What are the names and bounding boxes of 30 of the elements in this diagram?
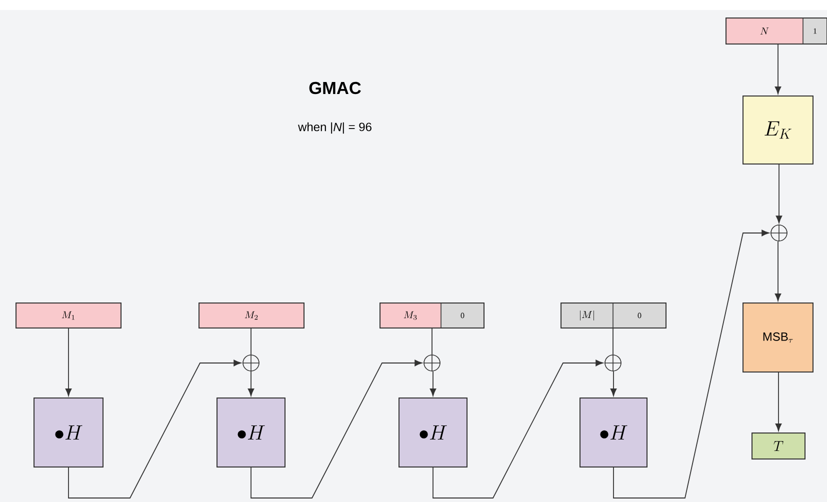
- hash-box: $\bullet H$: [580, 398, 648, 468]
- input-bar: $M_1$: [16, 302, 122, 328]
- xor-symbol: [770, 224, 788, 242]
- arrow: [65, 328, 72, 396]
- cipher-box: $E_K$: [742, 96, 814, 164]
- hash-box: $\bullet H$: [34, 398, 104, 468]
- truncate-box: $\mathrm{MSB}_\tau$: [742, 302, 814, 372]
- arrow: [68, 360, 242, 498]
- arrow: [613, 230, 770, 498]
- arrow: [248, 370, 254, 396]
- hash-box: $\bullet H$: [216, 398, 286, 468]
- xor-symbol: [423, 354, 441, 372]
- arrow: [776, 164, 782, 224]
- arrow: [610, 370, 617, 396]
- tag-box: $T$: [752, 432, 806, 460]
- arrow: [250, 360, 422, 498]
- arrow: [430, 370, 436, 396]
- subtitle: when |N| = 96: [298, 122, 372, 134]
- arrow: [432, 360, 604, 498]
- arrow: [774, 44, 782, 94]
- input-bar: $M_2$: [198, 302, 304, 328]
- arrow: [775, 372, 782, 432]
- xor-symbol: [604, 354, 622, 372]
- input-bar: $M_3$ 0: [380, 302, 484, 328]
- hash-box: $\bullet H$: [398, 398, 468, 468]
- xor-symbol: [242, 354, 260, 372]
- input-bar: $|M|$ 0: [560, 302, 666, 328]
- input-bar: $N$ 1: [726, 18, 827, 44]
- title: GMAC: [309, 82, 361, 94]
- arrow: [774, 240, 782, 302]
